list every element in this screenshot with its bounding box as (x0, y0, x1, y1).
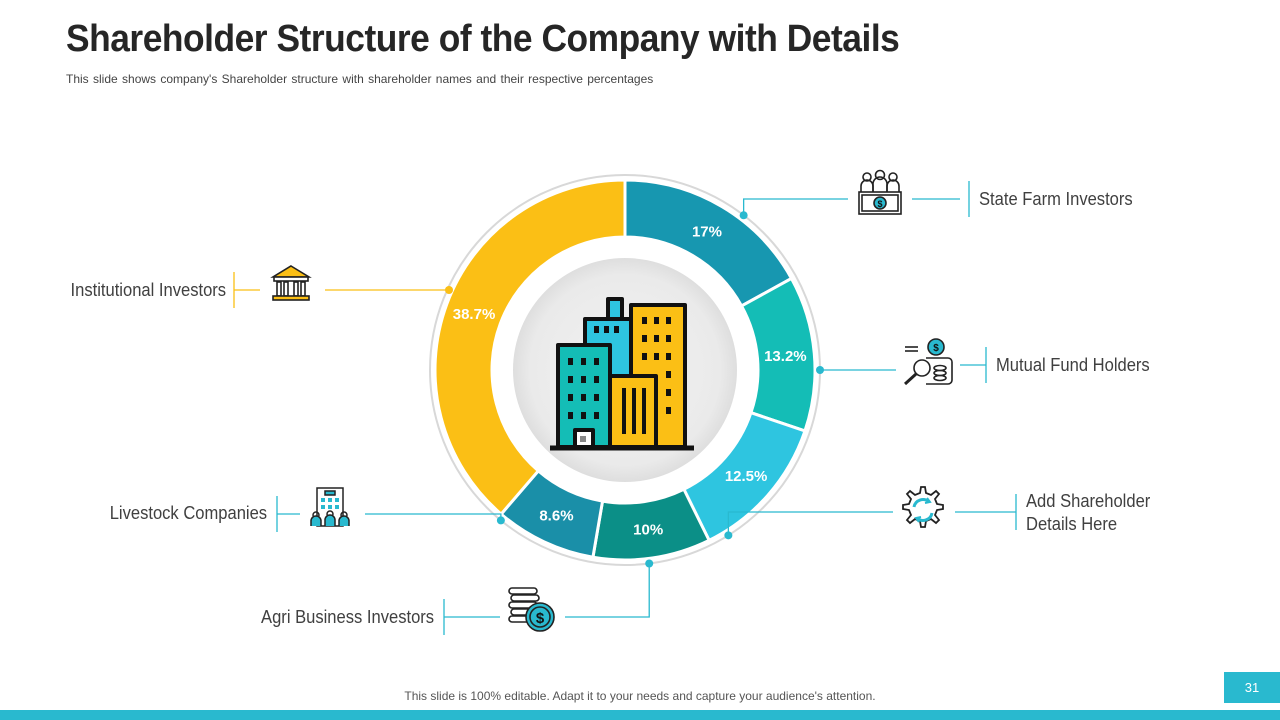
connector-line (727, 511, 893, 536)
segment-value-label: 12.5% (725, 468, 768, 485)
connector-line (365, 513, 502, 521)
connector-dot (816, 366, 824, 374)
label-institutional-investors: Institutional Investors (70, 280, 226, 300)
label-add-shareholder-details: Add Shareholder Details Here (1026, 491, 1151, 534)
bank-icon (270, 265, 312, 301)
connector-dot (645, 559, 654, 568)
svg-text:$: $ (877, 199, 882, 209)
connector-dot (445, 286, 453, 294)
label-agri-business-investors: Agri Business Investors (260, 607, 434, 627)
page-title: Shareholder Structure of the Company wit… (66, 18, 900, 60)
office-building-icon (310, 487, 350, 527)
label-mutual-fund-holders: Mutual Fund Holders (996, 355, 1150, 375)
segment-value-label: 17% (692, 223, 722, 240)
gear-exchange-icon (902, 486, 944, 528)
coins-dollar-icon: $ (508, 587, 555, 632)
segment-value-label: 10% (633, 521, 663, 538)
footer-note: This slide is 100% editable. Adapt it to… (404, 689, 876, 703)
money-search-icon: $ (903, 338, 953, 386)
label-state-farm-investors: State Farm Investors (979, 189, 1133, 209)
buildings-icon (550, 297, 694, 451)
label-livestock-companies: Livestock Companies (109, 503, 267, 523)
segment-value-label: 13.2% (764, 348, 807, 365)
segment-value-label: 8.6% (539, 508, 573, 525)
connector-dot (724, 531, 733, 540)
segment-value-label: 38.7% (453, 306, 496, 323)
investors-group-icon: $ (858, 169, 902, 215)
page-number: 31 (1224, 672, 1280, 703)
page-subtitle: This slide shows company's Shareholder s… (66, 72, 654, 86)
connector-dot (739, 211, 748, 220)
connector-line (742, 198, 848, 216)
connector-dot (496, 516, 505, 525)
svg-text:$: $ (536, 610, 545, 627)
bottom-accent-bar (0, 710, 1280, 720)
svg-text:$: $ (933, 343, 939, 354)
connector-line (565, 563, 650, 618)
